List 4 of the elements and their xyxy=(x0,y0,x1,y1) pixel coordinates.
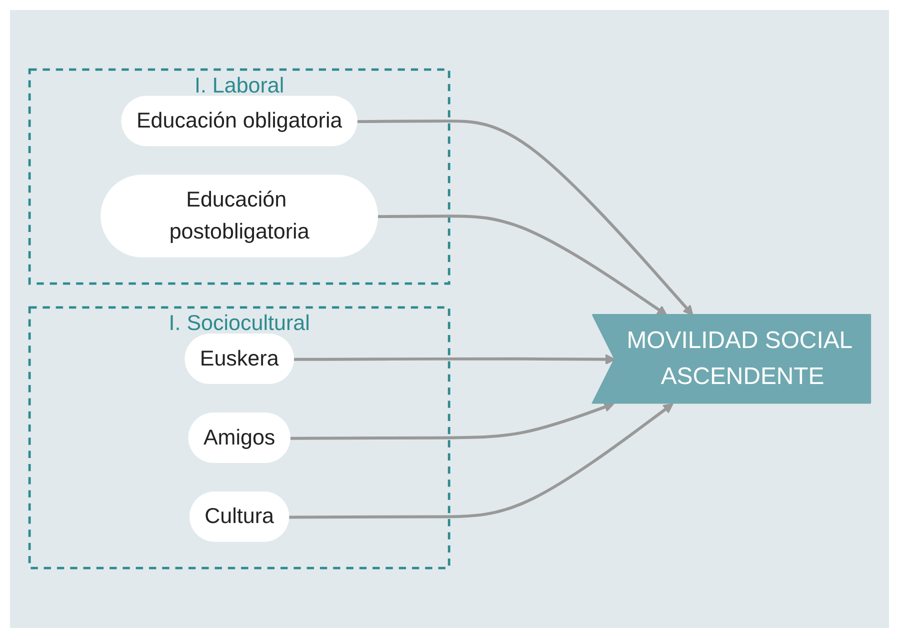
arrow xyxy=(356,120,693,316)
arrow xyxy=(377,214,667,316)
arrow xyxy=(290,402,614,440)
arrow xyxy=(288,403,673,519)
